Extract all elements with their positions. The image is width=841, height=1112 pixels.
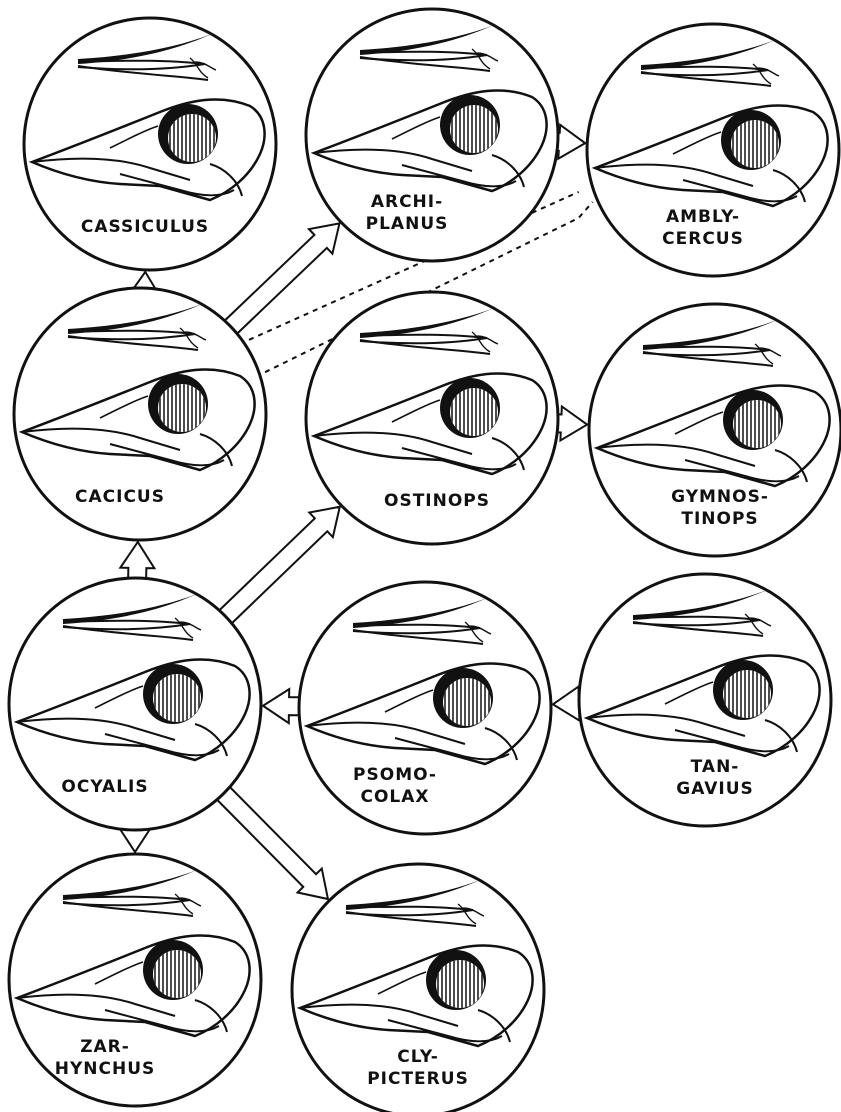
genus-label-cassiculus: CASSICULUS: [81, 217, 209, 237]
genus-node-ostinops: OSTINOPS: [306, 292, 558, 544]
genus-label-amblycercus-line-2: CERCUS: [662, 229, 744, 249]
genus-node-tangavius: TAN-GAVIUS: [579, 574, 831, 826]
arrow-ocyalis-to-clypicterus: [213, 783, 328, 899]
genus-node-clypicterus: CLY-PICTERUS: [292, 864, 544, 1112]
genus-label-zarhynchus-line-1: ZAR-: [80, 1037, 130, 1057]
genus-label-psomocolax-line-1: PSOMO-: [353, 765, 437, 785]
genus-label-gymnostinops-line-2: TINOPS: [681, 509, 758, 529]
genus-node-cassiculus: CASSICULUS: [24, 18, 276, 270]
genus-label-cacicus: CACICUS: [75, 487, 165, 507]
genus-node-cacicus: CACICUS: [14, 288, 266, 540]
genus-node-archiplanus: ARCHI-PLANUS: [306, 9, 558, 261]
genus-label-tangavius-line-1: TAN-: [691, 757, 740, 777]
genus-node-zarhynchus: ZAR-HYNCHUS: [9, 854, 261, 1106]
arrow-ocyalis-to-ostinops: [215, 507, 340, 627]
genus-label-amblycercus-line-1: AMBLY-: [666, 207, 740, 227]
arrow-cacicus-to-archiplanus: [221, 223, 340, 337]
genus-label-tangavius-line-2: GAVIUS: [676, 779, 754, 799]
genus-node-ocyalis: OCYALIS: [9, 578, 261, 830]
genus-node-amblycercus: AMBLY-CERCUS: [587, 24, 839, 276]
genus-label-archiplanus-line-1: ARCHI-: [371, 192, 443, 212]
genus-label-gymnostinops-line-1: GYMNOS-: [671, 487, 769, 507]
genus-label-clypicterus-line-2: PICTERUS: [367, 1069, 469, 1089]
genus-label-clypicterus-line-1: CLY-: [397, 1047, 439, 1067]
genus-label-psomocolax-line-2: COLAX: [360, 787, 429, 807]
genus-label-ostinops: OSTINOPS: [384, 491, 490, 511]
genus-node-psomocolax: PSOMO-COLAX: [299, 582, 551, 834]
genus-node-gymnostinops: GYMNOS-TINOPS: [589, 304, 841, 556]
genus-label-ocyalis: OCYALIS: [61, 777, 148, 797]
genus-label-archiplanus-line-2: PLANUS: [366, 214, 449, 234]
genus-label-zarhynchus-line-2: HYNCHUS: [55, 1059, 156, 1079]
